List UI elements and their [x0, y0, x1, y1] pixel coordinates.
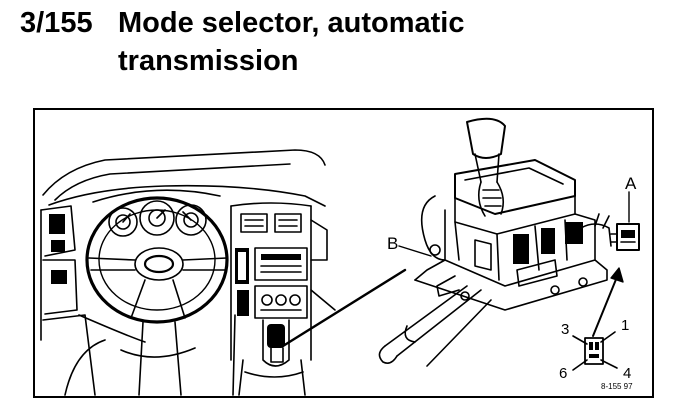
callout-label-b: B [387, 234, 399, 253]
dashboard-drawing [40, 149, 336, 396]
pin-label-1: 1 [621, 317, 630, 334]
page-heading: 3/155 Mode selector, automatic transmiss… [0, 0, 688, 90]
connector-arrow [592, 271, 620, 337]
mode-selector-illustration: A B 1 3 4 6 8-155 97 [33, 108, 654, 398]
pin-label-4: 4 [623, 365, 632, 382]
connector-pinout-symbol [572, 331, 618, 371]
section-title-line-2: transmission [118, 45, 299, 77]
detail-pointer-line [281, 268, 407, 348]
callout-label-a: A [625, 174, 637, 193]
pin-label-6: 6 [559, 365, 568, 382]
figure-code: 8-155 97 [601, 382, 633, 391]
section-title-line-1: Mode selector, automatic [118, 7, 465, 39]
gear-selector-drawing [378, 117, 640, 367]
leader-line-b [398, 245, 432, 257]
section-number: 3/155 [20, 7, 93, 39]
illustration-drawing [40, 117, 640, 396]
pin-label-3: 3 [561, 321, 570, 338]
